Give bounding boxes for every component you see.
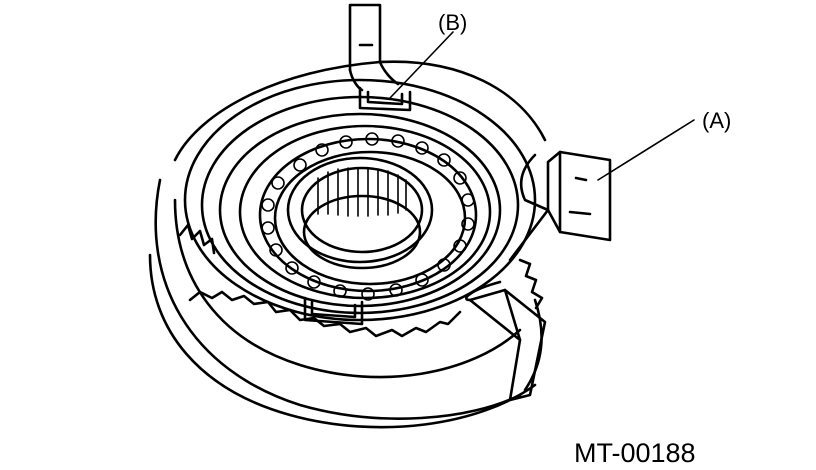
special-tool xyxy=(464,150,612,402)
callout-label-a: (A) xyxy=(702,108,731,133)
key-slot-top xyxy=(358,86,412,112)
needle-bearing xyxy=(286,156,434,270)
callout-label-b: (B) xyxy=(438,10,467,35)
key-slot-bottom xyxy=(303,296,364,326)
leader-line-a xyxy=(597,119,695,181)
ring-tab xyxy=(348,3,400,92)
figure-id: MT-00188 xyxy=(574,438,696,468)
synchro-ring xyxy=(258,132,478,301)
leader-line-b xyxy=(389,31,454,99)
